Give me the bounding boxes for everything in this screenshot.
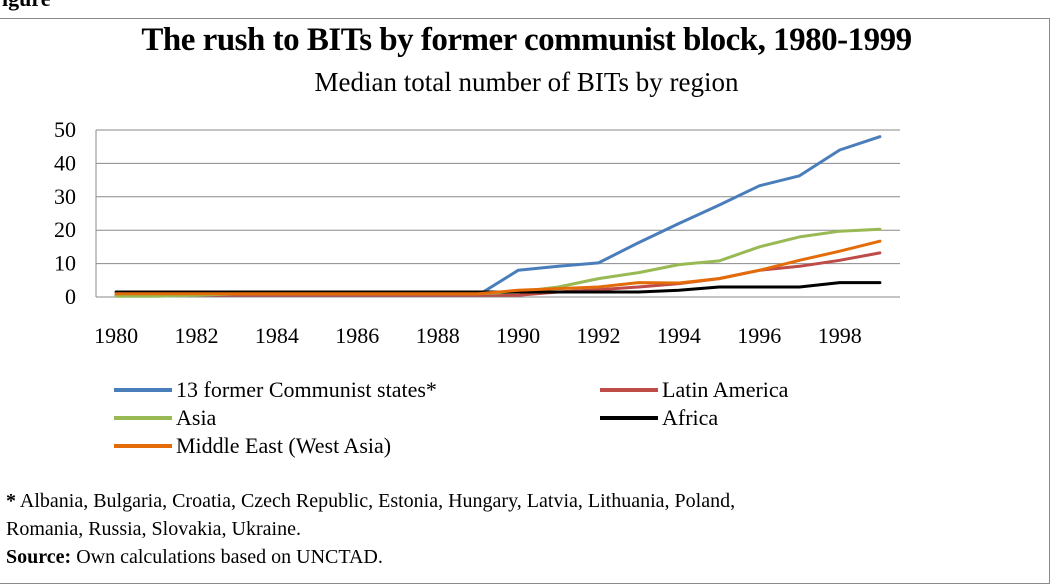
legend-swatch-4 xyxy=(600,416,658,420)
legend-item-5: Middle East (West Asia) xyxy=(114,433,391,459)
legend-item-2: Latin America xyxy=(600,377,788,403)
legend-label-4: Africa xyxy=(662,405,719,430)
legend-label-1: 13 former Communist states* xyxy=(176,377,437,402)
x-tick-label-1998: 1998 xyxy=(818,323,862,348)
series-line-2 xyxy=(114,251,882,297)
source-label: Source: xyxy=(6,546,72,568)
x-tick-label-1980: 1980 xyxy=(94,323,138,348)
source-text: Own calculations based on UNCTAD. xyxy=(71,546,383,568)
x-tick-label-1984: 1984 xyxy=(255,323,299,348)
legend-swatch-1 xyxy=(114,388,172,392)
x-tick-label-1982: 1982 xyxy=(175,323,219,348)
y-tick-label-50: 50 xyxy=(54,117,76,142)
footnote-source: Source: Own calculations based on UNCTAD… xyxy=(6,546,383,569)
legend-label-5: Middle East (West Asia) xyxy=(176,433,392,458)
x-tick-label-1986: 1986 xyxy=(335,323,379,348)
legend-swatch-3 xyxy=(114,416,172,420)
footnote-countries: * Albania, Bulgaria, Croatia, Czech Repu… xyxy=(6,490,735,513)
legend-item-4: Africa xyxy=(600,405,718,431)
chart-subtitle: Median total number of BITs by region xyxy=(314,67,739,97)
y-tick-label-20: 20 xyxy=(54,217,76,242)
legend-swatch-2 xyxy=(600,388,658,392)
footnote-asterisk: * xyxy=(6,490,16,512)
x-tick-label-1990: 1990 xyxy=(496,323,540,348)
y-tick-label-40: 40 xyxy=(54,150,76,175)
chart-frame xyxy=(0,18,1050,584)
legend-swatch-5 xyxy=(114,444,172,448)
y-tick-label-10: 10 xyxy=(54,251,76,276)
legend-label-3: Asia xyxy=(176,405,217,430)
y-tick-label-30: 30 xyxy=(54,184,76,209)
x-tick-label-1992: 1992 xyxy=(577,323,621,348)
legend-item-1: 13 former Communist states* xyxy=(114,377,437,403)
footnote-countries-line1: Albania, Bulgaria, Croatia, Czech Republ… xyxy=(16,490,736,512)
x-tick-label-1988: 1988 xyxy=(416,323,460,348)
figure-caption: igure xyxy=(2,0,50,12)
series-line-5 xyxy=(114,239,882,296)
legend-label-2: Latin America xyxy=(662,377,789,402)
y-tick-label-0: 0 xyxy=(65,284,76,309)
chart-title: The rush to BITs by former communist blo… xyxy=(141,22,912,58)
footnote-countries-line2: Romania, Russia, Slovakia, Ukraine. xyxy=(6,518,301,540)
x-tick-label-1994: 1994 xyxy=(657,323,701,348)
series-line-1 xyxy=(114,135,882,297)
legend-item-3: Asia xyxy=(114,405,216,431)
x-tick-label-1996: 1996 xyxy=(737,323,781,348)
